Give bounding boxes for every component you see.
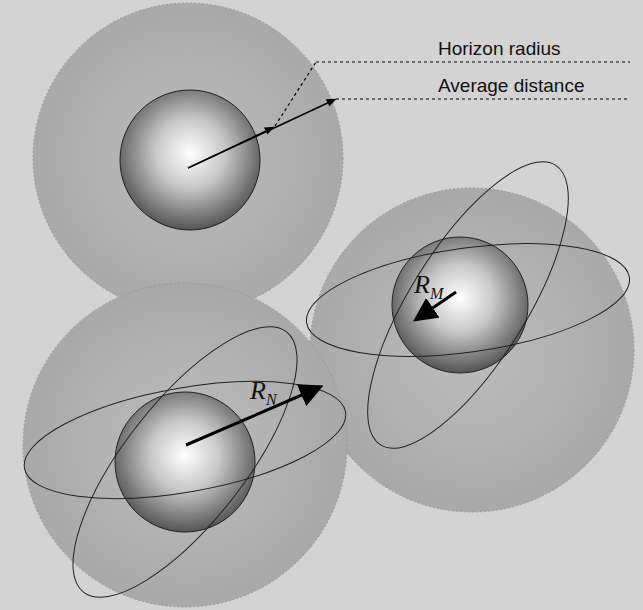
label-group: RM (414, 272, 443, 298)
distance-label: Average distance (438, 75, 584, 96)
radius-symbol: R (414, 270, 430, 299)
radius-symbol: R (250, 376, 266, 405)
horizon-label: Horizon radius (438, 38, 561, 59)
label-group: RN (250, 378, 277, 404)
label-group: Average distance (438, 76, 584, 95)
radius-subscript: N (266, 391, 277, 408)
label-group: Horizon radius (438, 39, 561, 58)
radius-subscript: M (430, 285, 443, 302)
